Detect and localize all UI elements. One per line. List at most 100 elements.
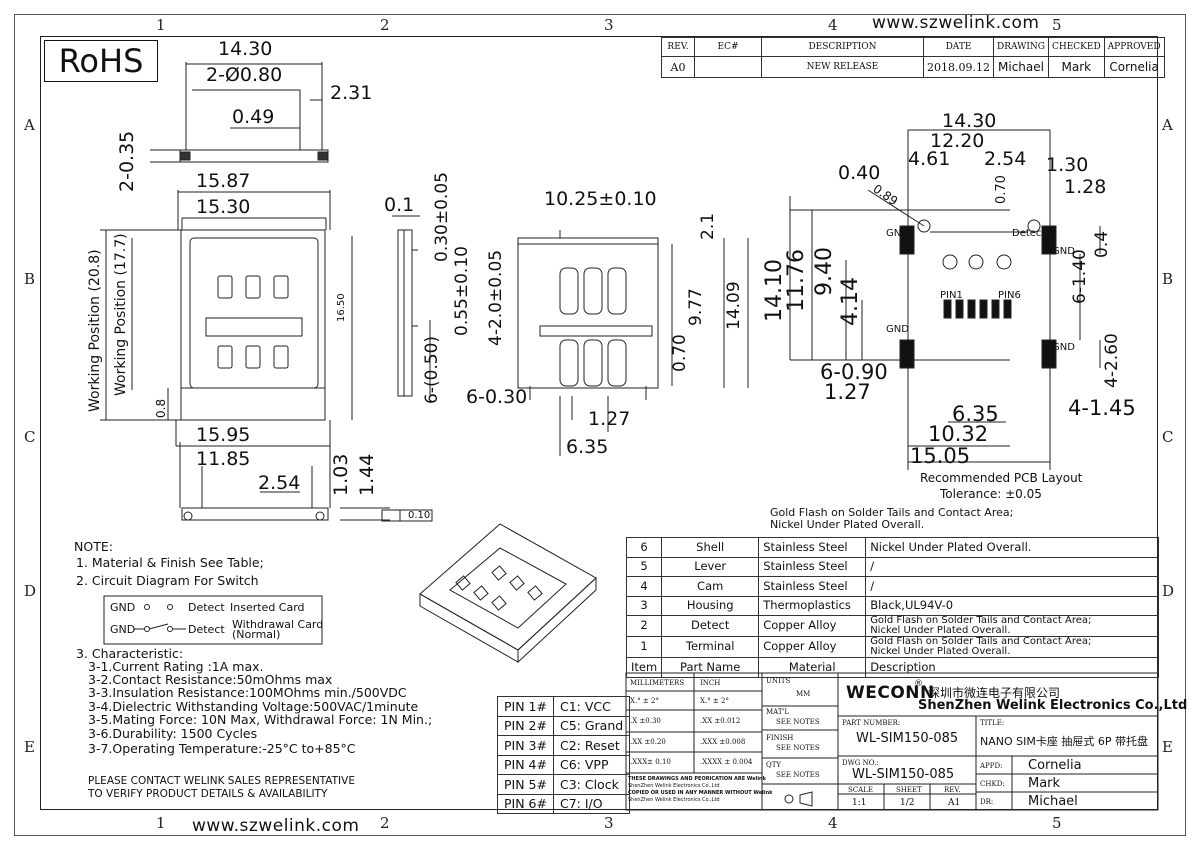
dwg-number-label: DWG NO.: [842, 759, 879, 767]
dim-15-87: 15.87 [196, 170, 251, 192]
dim-1-03: 1.03 [330, 453, 352, 496]
dim-2-54-left: 2.54 [258, 472, 301, 494]
side-view [392, 215, 431, 397]
material-row-5: 5 Lever Stainless Steel / [625, 556, 1160, 577]
units-label: UNITS [766, 677, 791, 685]
disclaimer-4: ShenZhen Welink Electronics Co.,Ltd [628, 797, 720, 803]
tol-inch-2: .XXX ±0.008 [700, 738, 746, 746]
pin-number: PIN 3# [497, 735, 554, 756]
dim-2-d0-80: 2-Ø0.80 [206, 64, 283, 86]
material-item: 5 [625, 556, 663, 577]
dim-15-30: 15.30 [196, 196, 251, 218]
zone-left-d: D [24, 582, 37, 600]
dim-10-25: 10.25±0.10 [544, 188, 657, 210]
circuit-state-withdrawal: Withdrawal Card [232, 618, 324, 631]
material-row-3: 3 Housing Thermoplastics Black,UL94V-0 [625, 595, 1160, 616]
pcb-label-pin1: PIN1 [940, 290, 963, 301]
pcb-dim-2-54: 2.54 [984, 148, 1027, 170]
pin-row: PIN 4#C6: VPP [497, 754, 631, 775]
char-3-7: 3-7.Operating Temperature:-25°C to+85°C [88, 741, 356, 756]
pcb-dim-6-1-40: 6-1.40 [1070, 249, 1090, 304]
dim-9-77: 9.77 [686, 288, 706, 326]
pcb-dim-1-28: 1.28 [1064, 176, 1107, 198]
zone-right-a: A [1162, 116, 1173, 134]
disclaimer-2: ShenZhen Welink Electronics Co.,Ltd [628, 783, 720, 789]
char-3-6: 3-6.Durability: 1500 Cycles [88, 726, 258, 741]
zone-left-c: C [24, 428, 36, 446]
tol-mm-2: .XX ±0.20 [630, 738, 666, 746]
pin-number: PIN 6# [497, 793, 554, 814]
pcb-label-gnd-bottom-left: GND [886, 324, 909, 335]
pcb-label-gnd-top-right: GND [1052, 246, 1075, 257]
zone-left-b: B [24, 270, 36, 288]
material-material: Copper Alloy [758, 636, 867, 658]
pcb-dim-11-76: 11.76 [784, 249, 809, 312]
pcb-dim-1-27: 1.27 [824, 380, 871, 404]
zone-right-c: C [1162, 428, 1174, 446]
tol-inch-1: .XX ±0.012 [700, 717, 741, 725]
pin-number: PIN 2# [497, 715, 554, 736]
dim-14-09: 14.09 [724, 281, 744, 330]
tol-mm-1: .X ±0.30 [630, 717, 661, 725]
pcb-label-detect: Detect [1012, 228, 1046, 239]
pin-number: PIN 4# [497, 754, 554, 775]
zone-top-1: 1 [156, 16, 166, 34]
pcb-label-pin6: PIN6 [998, 290, 1021, 301]
appd-label: APPD: [980, 762, 1003, 770]
qty-value: SEE NOTES [776, 771, 820, 779]
circuit-detect-1: Detect [188, 601, 225, 614]
dim-0-30-pm-0-05: 0.30±0.05 [432, 172, 452, 262]
note-1: 1. Material & Finish See Table; [76, 555, 264, 570]
material-description: Gold Flash on Solder Tails and Contact A… [865, 636, 1160, 658]
chkd-label: CHKD: [980, 780, 1005, 788]
contact-line-1: PLEASE CONTACT WELINK SALES REPRESENTATI… [88, 775, 355, 787]
pcb-dim-12-20: 12.20 [930, 130, 985, 152]
char-3-3: 3-3.Insulation Resistance:100MOhms min./… [88, 685, 407, 700]
tol-head-inch: INCH [700, 679, 721, 687]
registered-mark: ® [914, 679, 923, 689]
dim-0-8: 0.8 [154, 398, 168, 418]
pin-assignment-table: PIN 1#C1: VCC PIN 2#C5: Grand PIN 3#C2: … [497, 696, 631, 814]
scale-value: 1:1 [852, 798, 867, 808]
pin-row: PIN 3#C2: Reset [497, 735, 631, 756]
left-top-view [150, 62, 329, 163]
notes-title: NOTE: [74, 539, 113, 554]
pcb-dim-10-32: 10.32 [928, 422, 989, 446]
pin-function: C6: VPP [552, 754, 631, 775]
scale-label: SCALE [848, 786, 873, 794]
pin-function: C3: Clock [552, 774, 631, 795]
dim-16-50: 16.50 [336, 293, 347, 322]
pcb-dim-14-30: 14.30 [942, 110, 997, 132]
revision-table: REV. EC# DESCRIPTION DATE DRAWING CHECKE… [661, 37, 1165, 78]
material-item: 4 [625, 576, 663, 597]
pin-function: C7: I/O [552, 793, 631, 814]
rev-value: A1 [948, 798, 961, 808]
material-part-name: Detect [661, 615, 760, 637]
dim-2-1: 2.1 [698, 212, 718, 240]
zone-top-3: 3 [604, 16, 614, 34]
rev-value-rev: A0 [661, 56, 695, 78]
zone-bottom-4: 4 [828, 814, 838, 832]
website-bottom: www.szwelink.com [192, 816, 360, 836]
pin-function: C2: Reset [552, 735, 631, 756]
material-header-material: Material [758, 657, 867, 678]
dr-value: Michael [1028, 794, 1078, 809]
material-header-part-name: Part Name [661, 657, 760, 678]
part-number: WL-SIM150-085 [856, 731, 959, 746]
qty-label: QTY [766, 761, 782, 769]
zone-bottom-5: 5 [1052, 814, 1062, 832]
part-number-label: PART NUMBER: [842, 719, 901, 727]
zone-top-2: 2 [380, 16, 390, 34]
left-front-view [100, 190, 353, 447]
drawing-title: NANO SIM卡座 抽屉式 6P 带托盘 [980, 735, 1148, 748]
pcb-title: Recommended PCB Layout [920, 471, 1083, 485]
pcb-dim-15-05: 15.05 [910, 444, 971, 468]
pcb-tolerance: Tolerance: ±0.05 [940, 487, 1042, 501]
circuit-gnd-2: GND [110, 623, 136, 636]
pcb-layout-view [789, 129, 1101, 470]
note-3: 3. Characteristic: [76, 646, 184, 661]
working-position-17-7: Working Position (17.7) [113, 233, 129, 396]
dr-label: DR: [980, 798, 994, 806]
material-header-description: Description [865, 657, 1160, 678]
circuit-gnd-1: GND [110, 601, 136, 614]
